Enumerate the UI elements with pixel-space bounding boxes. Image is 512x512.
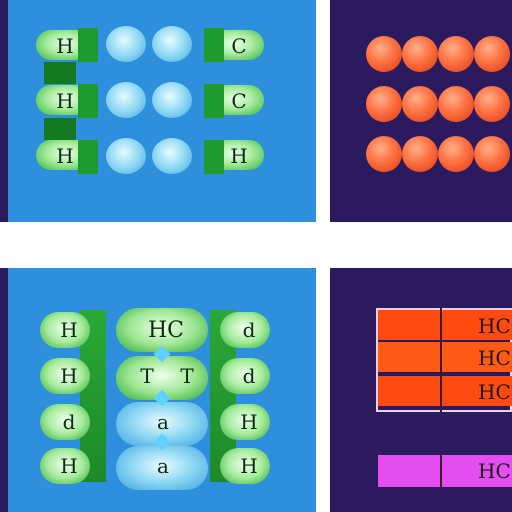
blue-circle <box>152 82 192 118</box>
green-blob <box>116 308 208 352</box>
top-right-panel <box>330 0 512 222</box>
row-label: HC <box>478 380 511 404</box>
orange-row: HC <box>378 376 512 406</box>
green-block <box>78 140 98 174</box>
glyph: C <box>231 34 247 58</box>
orange-circle <box>438 36 474 72</box>
orange-circle <box>438 86 474 122</box>
glyph: d <box>242 318 256 342</box>
glyph: H <box>56 144 74 168</box>
orange-circle <box>366 36 402 72</box>
green-pill <box>40 404 90 440</box>
table-divider <box>440 308 442 412</box>
green-block <box>78 84 98 118</box>
glyph: H <box>60 364 78 388</box>
green-pill <box>40 358 90 394</box>
orange-row: HC <box>378 342 512 372</box>
green-pill <box>220 404 270 440</box>
glyph: H <box>240 410 258 434</box>
blue-blob <box>116 446 208 490</box>
row-label: HC <box>478 314 511 338</box>
green-pill <box>220 358 270 394</box>
green-pill <box>220 448 270 484</box>
blue-circle <box>106 26 146 62</box>
green-connector <box>44 62 76 84</box>
blue-circle <box>152 26 192 62</box>
orange-row: HC <box>378 310 512 340</box>
green-block <box>204 140 224 174</box>
green-pill <box>220 312 270 348</box>
orange-circle <box>474 136 510 172</box>
glyph: H <box>240 454 258 478</box>
green-block <box>204 84 224 118</box>
top-left-panel: H H H C C H <box>0 0 316 222</box>
glyph: H <box>56 34 74 58</box>
glyph: H <box>230 144 248 168</box>
green-connector <box>44 118 76 140</box>
table-divider <box>440 455 442 487</box>
glyph: a <box>157 454 169 478</box>
glyph: d <box>242 364 256 388</box>
orange-circle <box>474 36 510 72</box>
row-label: HC <box>478 346 511 370</box>
glyph: HC <box>148 318 185 343</box>
orange-circle <box>366 136 402 172</box>
orange-circle <box>402 136 438 172</box>
green-pill <box>40 312 90 348</box>
magenta-row: HC <box>378 455 512 487</box>
glyph: d <box>62 410 76 434</box>
glyph: C <box>231 89 247 113</box>
orange-circle <box>402 36 438 72</box>
blue-circle <box>152 138 192 174</box>
orange-circle <box>366 86 402 122</box>
blue-circle <box>106 82 146 118</box>
glyph: T <box>180 364 194 388</box>
glyph: a <box>157 410 169 434</box>
blue-circle <box>106 138 146 174</box>
glyph: T <box>140 364 154 388</box>
glyph: H <box>60 318 78 342</box>
orange-circle <box>438 136 474 172</box>
green-block <box>204 28 224 62</box>
bottom-left-panel: H H d H HC T T a a d d H H <box>0 268 316 512</box>
green-pill <box>40 448 90 484</box>
row-label: HC <box>478 459 511 483</box>
green-block <box>78 28 98 62</box>
glyph: H <box>60 454 78 478</box>
orange-circle <box>402 86 438 122</box>
orange-circle <box>474 86 510 122</box>
glyph: H <box>56 89 74 113</box>
